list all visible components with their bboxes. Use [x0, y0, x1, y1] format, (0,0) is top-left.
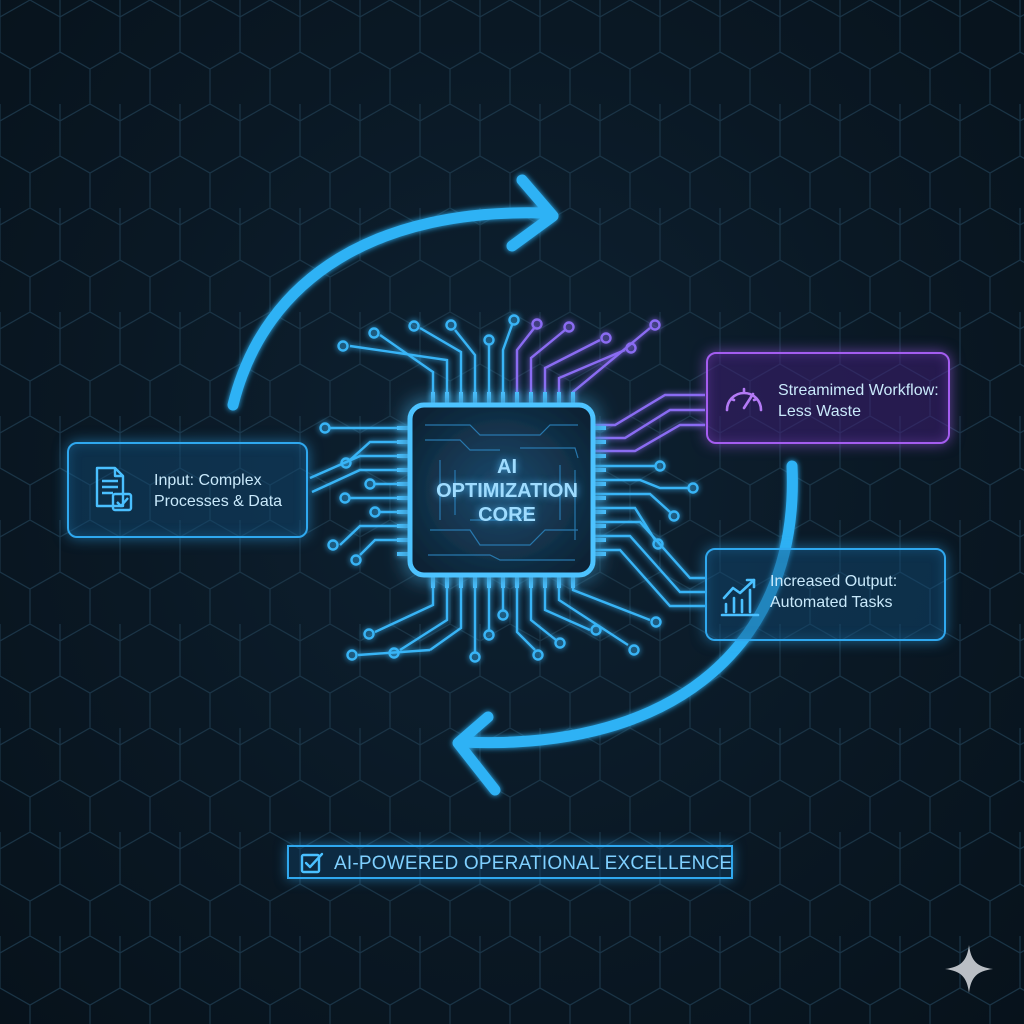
core-label-line2: OPTIMIZATION — [436, 480, 578, 502]
processor-chip — [407, 402, 596, 578]
sparkle-icon — [945, 945, 993, 993]
document-icon — [95, 466, 133, 512]
workflow-card-line1: Streamimed Workflow: — [778, 382, 939, 399]
chip-pins — [397, 392, 606, 588]
workflow-card: Streamimed Workflow: Less Waste — [706, 352, 950, 444]
input-card-line1: Input: Complex — [154, 472, 262, 489]
cycle-arrow-bottom — [452, 460, 798, 796]
output-card: Increased Output: Automated Tasks — [705, 548, 946, 641]
input-card: Input: Complex Processes & Data — [67, 442, 308, 538]
core-label-line1: AI — [497, 456, 517, 478]
tagline-text: AI-POWERED OPERATIONAL EXCELLENCE — [334, 853, 733, 874]
speedometer-icon — [725, 387, 763, 412]
checkbox-icon — [300, 852, 324, 874]
core-label: AI OPTIMIZATION CORE — [427, 455, 587, 527]
core-label-line3: CORE — [478, 504, 536, 526]
bar-chart-icon — [720, 578, 760, 617]
input-card-line2: Processes & Data — [154, 493, 283, 510]
output-card-line1: Increased Output: — [770, 573, 898, 590]
output-card-line2: Automated Tasks — [770, 594, 893, 611]
cycle-arrow-top — [227, 174, 559, 411]
workflow-card-line2: Less Waste — [778, 403, 861, 420]
tagline-banner: AI-POWERED OPERATIONAL EXCELLENCE — [287, 845, 733, 879]
